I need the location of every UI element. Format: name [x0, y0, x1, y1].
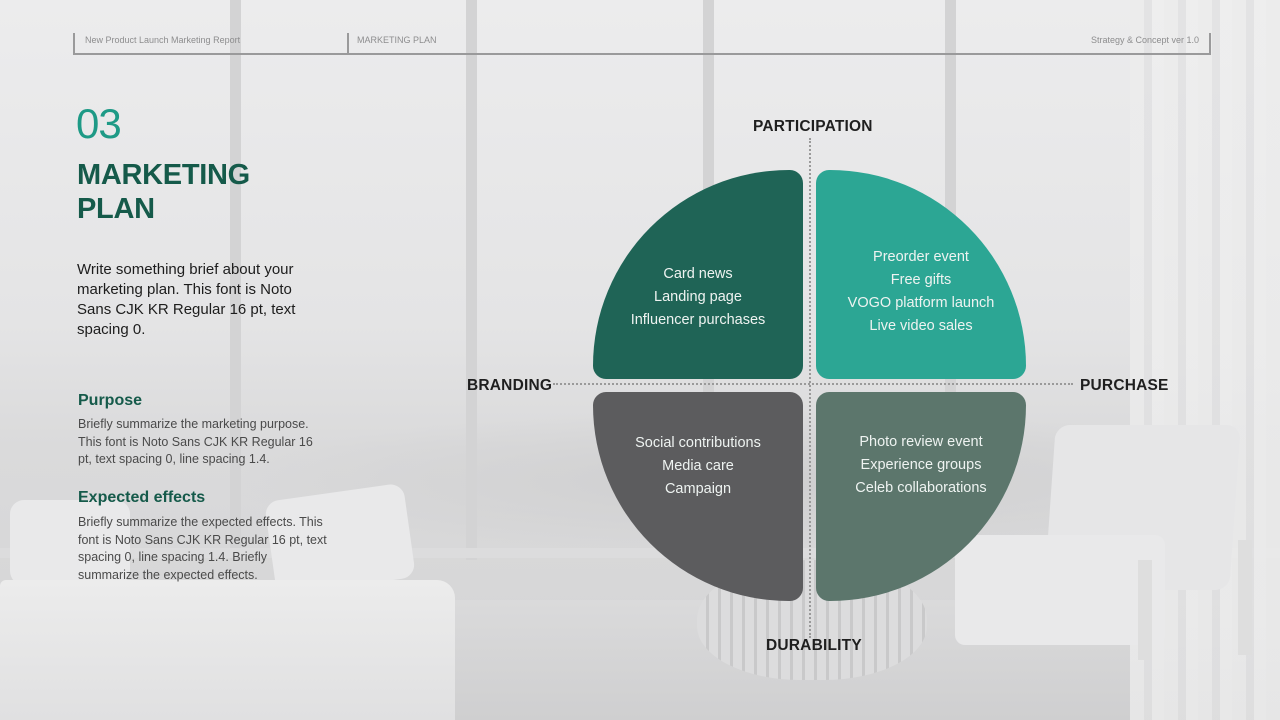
quadrant-item: Card news: [663, 266, 733, 282]
window-frame: [230, 0, 241, 560]
axis-label-bottom: DURABILITY: [766, 637, 862, 654]
quadrant-item: Free gifts: [890, 272, 952, 288]
quadrant-items: Photo review event Experience groups Cel…: [816, 431, 1026, 500]
quadrant-item: Celeb collaborations: [855, 480, 987, 496]
section-number: 03: [76, 100, 122, 147]
page-title: MARKETING PLAN: [77, 158, 250, 226]
page-title-line1: MARKETING: [77, 159, 250, 191]
quadrant-items: Social contributions Media care Campaign: [593, 432, 803, 501]
quadrant-item: VOGO platform launch: [847, 295, 995, 311]
armchair-leg: [1238, 540, 1252, 655]
quadrant-item: Preorder event: [873, 249, 969, 265]
armchair-seat: [955, 535, 1165, 645]
quadrant-item: Live video sales: [869, 318, 973, 334]
quadrant-item: Landing page: [654, 289, 742, 305]
quadrant-item: Experience groups: [860, 457, 982, 473]
quadrant-item: Campaign: [664, 481, 732, 497]
purpose-body: Briefly summarize the marketing purpose.…: [78, 417, 313, 466]
quadrant-items: Card news Landing page Influencer purcha…: [593, 263, 803, 332]
horizontal-axis-line: [553, 383, 1073, 385]
quadrant-items: Preorder event Free gifts VOGO platform …: [816, 246, 1026, 338]
header-version: Strategy & Concept ver 1.0: [1091, 33, 1211, 53]
window-sill: [0, 548, 1280, 558]
intro-text: Write something brief about your marketi…: [77, 261, 296, 338]
page-title-line2: PLAN: [77, 193, 155, 225]
axis-label-top: PARTICIPATION: [753, 118, 873, 135]
quadrant-item: Media care: [662, 458, 734, 474]
expected-effects-body: Briefly summarize the expected effects. …: [78, 515, 327, 582]
header-bar: New Product Launch Marketing Report MARK…: [73, 33, 1211, 55]
vertical-axis-line: [809, 138, 811, 638]
axis-label-left: BRANDING: [467, 377, 553, 394]
quadrant-item: Photo review event: [859, 434, 983, 450]
quadrant-item: Social contributions: [635, 435, 761, 451]
bed: [0, 580, 455, 720]
header-section: MARKETING PLAN: [347, 33, 437, 53]
armchair-leg: [1138, 560, 1152, 660]
purpose-heading: Purpose: [78, 392, 143, 409]
expected-effects-heading: Expected effects: [78, 489, 206, 506]
header-report-title: New Product Launch Marketing Report: [73, 33, 240, 53]
pillow: [10, 500, 130, 585]
axis-label-right: PURCHASE: [1080, 377, 1169, 394]
window-frame: [466, 0, 477, 560]
quadrant-item: Influencer purchases: [630, 312, 766, 328]
